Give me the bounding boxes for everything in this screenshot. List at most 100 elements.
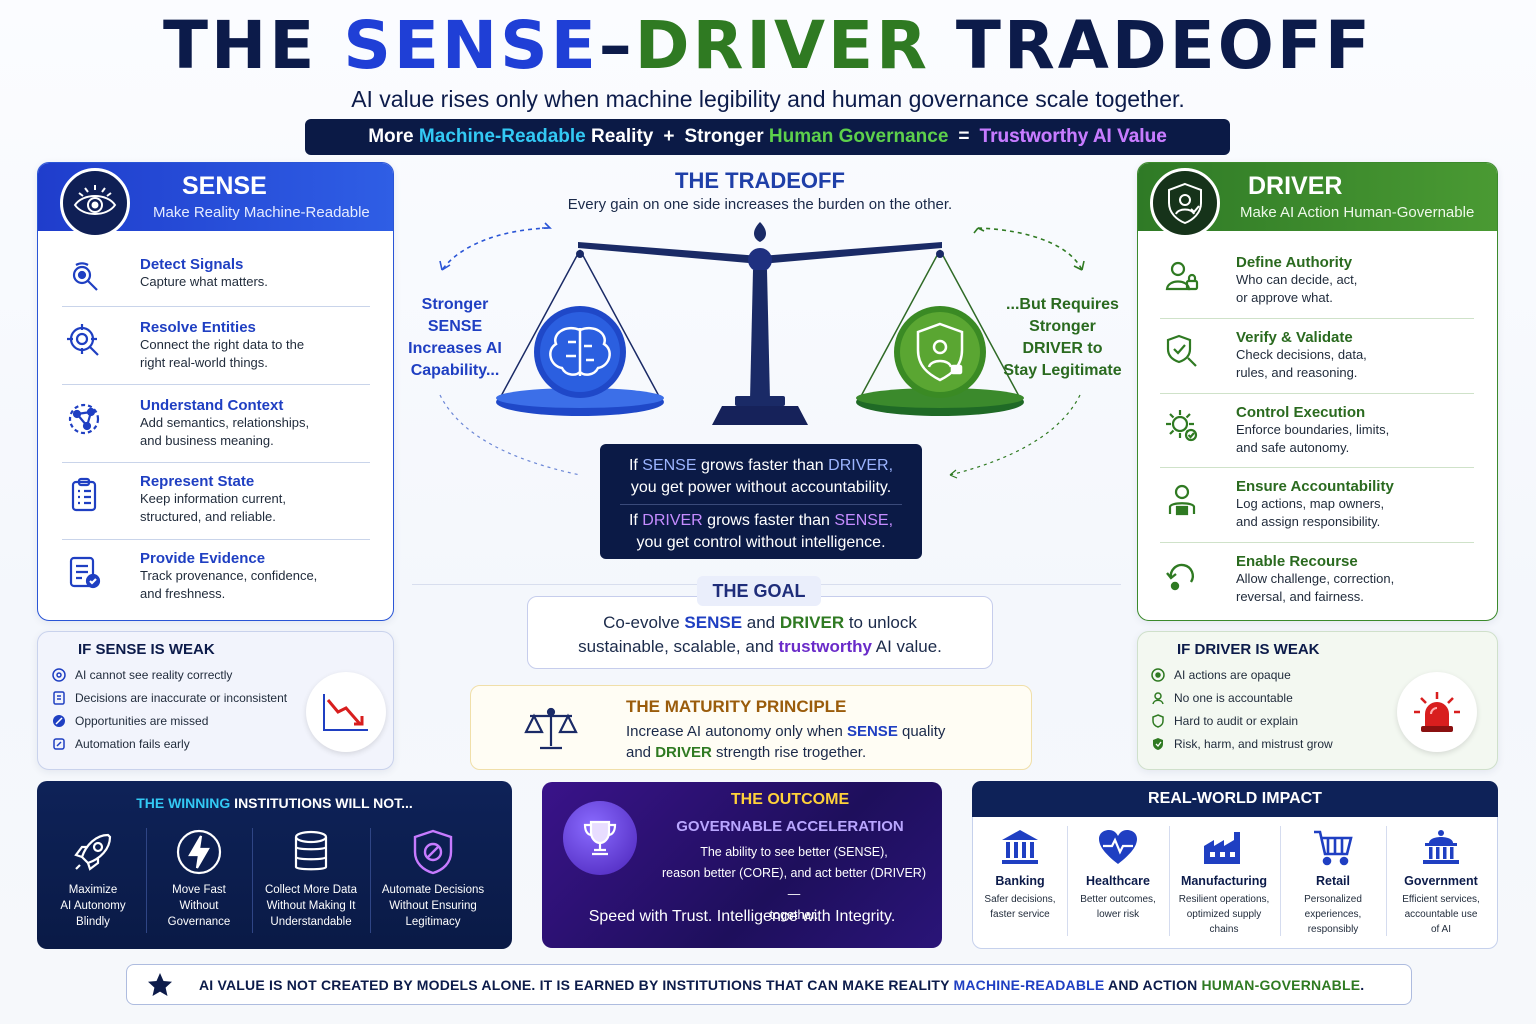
divider	[1160, 542, 1474, 543]
sense-item-understand-context: Understand Context Add semantics, relati…	[62, 385, 370, 462]
weak-item: Opportunities are missed	[51, 709, 287, 732]
tradeoff-subtitle: Every gain on one side increases the bur…	[567, 196, 953, 213]
sense-panel	[37, 162, 394, 621]
impact-item-healthcare: Healthcare Better outcomes, lower risk	[1070, 826, 1166, 922]
divider	[252, 828, 253, 933]
goal-box: Co-evolve SENSE and DRIVER to unlock sus…	[527, 596, 993, 669]
outcome-subtitle: GOVERNABLE ACCELERATION	[676, 818, 904, 835]
divider	[1169, 826, 1170, 936]
arrow-top-left	[441, 227, 549, 271]
sense-title: SENSE	[182, 172, 267, 200]
rocket-icon	[47, 826, 139, 878]
driver-item-enable-recourse: Enable Recourse Allow challenge, correct…	[1160, 543, 1474, 613]
divider	[370, 828, 371, 933]
winning-title: THE WINNING INSTITUTIONS WILL NOT...	[136, 795, 413, 811]
scales-icon	[522, 704, 580, 757]
winning-institutions-panel	[37, 781, 512, 949]
star-icon	[147, 972, 173, 998]
lightning-icon	[152, 826, 246, 878]
alarm-siren-icon	[1397, 672, 1477, 752]
clipboard-list-icon	[62, 473, 106, 517]
impact-item-retail: Retail Personalized experiences, respons…	[1286, 826, 1380, 937]
footer-banner: AI VALUE IS NOT CREATED BY MODELS ALONE.…	[126, 964, 1412, 1005]
driver-title: DRIVER	[1248, 172, 1343, 200]
driver-panel	[1137, 162, 1498, 621]
scale-post	[750, 270, 770, 400]
sense-item-provide-evidence: Provide Evidence Track provenance, confi…	[62, 540, 370, 612]
cart-icon	[1286, 826, 1380, 868]
user-lock-icon	[1160, 254, 1204, 298]
arrow-bottom-left	[439, 394, 581, 476]
weak-item: Hard to audit or explain	[1150, 709, 1333, 732]
search-signal-icon	[62, 256, 106, 300]
opaque-icon	[1150, 667, 1166, 683]
impact-item-banking: Banking Safer decisions, faster service	[978, 826, 1062, 922]
government-icon	[1391, 826, 1491, 868]
weak-item: Risk, harm, and mistrust grow	[1150, 732, 1333, 755]
balance-scale	[439, 222, 1085, 479]
weak-item: Decisions are inaccurate or inconsistent	[51, 686, 287, 709]
divider	[62, 306, 370, 307]
missed-icon	[51, 713, 67, 729]
shield-blocked-icon	[374, 826, 492, 878]
divider	[62, 384, 370, 385]
divider	[1160, 393, 1474, 394]
gear-check-icon	[1160, 404, 1204, 448]
divider	[821, 584, 1121, 585]
outcome-text: The ability to see better (SENSE), reaso…	[662, 845, 926, 922]
shield-risk-icon	[1150, 736, 1166, 752]
divider	[1386, 826, 1387, 936]
driver-weak-list: AI actions are opaque No one is accounta…	[1150, 663, 1333, 755]
sense-weak-list: AI cannot see reality correctly Decision…	[51, 663, 287, 755]
sense-items: Detect Signals Capture what matters. Res…	[62, 248, 370, 612]
scale-base	[712, 406, 808, 425]
factory-icon	[1172, 826, 1276, 868]
divider	[146, 828, 147, 933]
driver-item-define-authority: Define Authority Who can decide, act, or…	[1160, 248, 1474, 318]
divider	[62, 539, 370, 540]
arrow-bottom-right	[949, 394, 1081, 476]
undo-icon	[1160, 553, 1204, 597]
driver-subtitle: Make AI Action Human-Governable	[1240, 204, 1475, 221]
divider	[1280, 826, 1281, 936]
goal-label: THE GOAL	[697, 576, 821, 606]
weak-item: Automation fails early	[51, 732, 287, 755]
sense-item-represent-state: Represent State Keep information current…	[62, 463, 370, 539]
driver-item-ensure-accountability: Ensure Accountability Log actions, map o…	[1160, 468, 1474, 542]
divider	[1160, 318, 1474, 319]
document-check-icon	[62, 550, 106, 594]
footer-text: AI VALUE IS NOT CREATED BY MODELS ALONE.…	[199, 976, 1365, 993]
divider	[1067, 826, 1068, 936]
network-icon	[62, 397, 106, 441]
maturity-text: Increase AI autonomy only when SENSE qua…	[626, 723, 946, 761]
sense-subtitle: Make Reality Machine-Readable	[153, 204, 370, 221]
database-icon	[257, 826, 365, 878]
weak-item: AI actions are opaque	[1150, 663, 1333, 686]
page-title: THE SENSE–DRIVER TRADEOFF	[162, 7, 1373, 84]
impact-item-manufacturing: Manufacturing Resilient operations, opti…	[1172, 826, 1276, 937]
driver-items: Define Authority Who can decide, act, or…	[1160, 248, 1474, 613]
maturity-box	[470, 685, 1032, 770]
page-subtitle: AI value rises only when machine legibil…	[351, 86, 1185, 112]
target-search-icon	[62, 319, 106, 363]
outcome-motto: Speed with Trust. Intelligence with Inte…	[588, 908, 896, 925]
left-side-label: Stronger SENSE Increases AI Capability..…	[408, 296, 502, 379]
shield-user-icon	[1150, 168, 1220, 238]
sense-item-resolve-entities: Resolve Entities Connect the right data …	[62, 307, 370, 384]
driver-item-verify-validate: Verify & Validate Check decisions, data,…	[1160, 319, 1474, 393]
shield-audit-icon	[1150, 713, 1166, 729]
divider	[1160, 467, 1474, 468]
driver-item-control-execution: Control Execution Enforce boundaries, li…	[1160, 394, 1474, 467]
eye-off-icon	[51, 667, 67, 683]
sense-item-detect-signals: Detect Signals Capture what matters.	[62, 248, 370, 306]
outcome-title: THE OUTCOME	[730, 791, 850, 808]
tradeoff-title: THE TRADEOFF	[675, 168, 845, 193]
sense-weak-title: IF SENSE IS WEAK	[78, 641, 215, 658]
declining-chart-icon	[306, 672, 386, 752]
automation-fail-icon	[51, 736, 67, 752]
heart-pulse-icon	[1070, 826, 1166, 868]
